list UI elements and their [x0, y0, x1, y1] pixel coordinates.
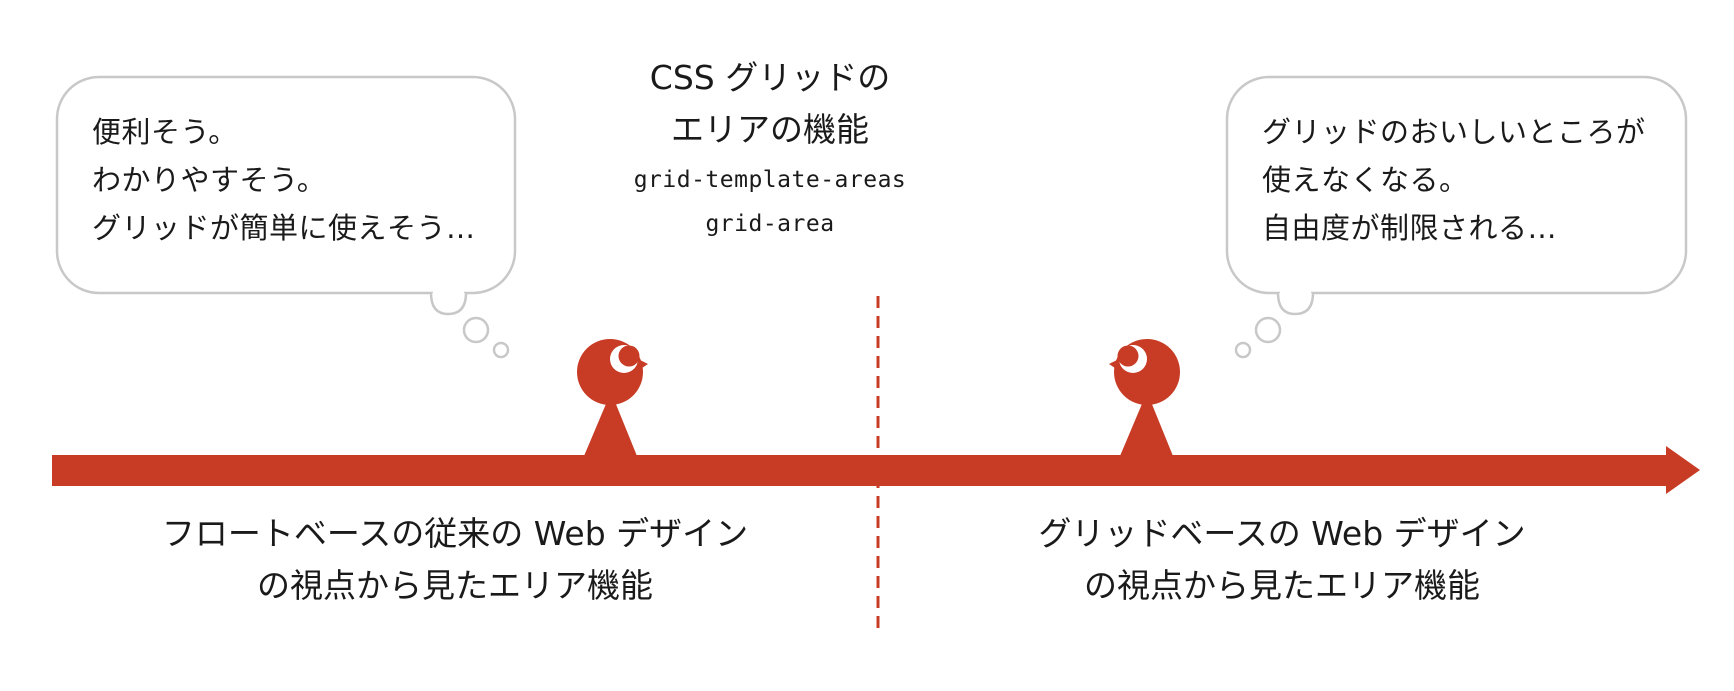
- right-bubble-text: グリッドのおいしいところが 使えなくなる。 自由度が制限される…: [1262, 108, 1646, 252]
- right-bubble-line: 使えなくなる。: [1262, 163, 1469, 197]
- left-bubble-body: [55, 75, 517, 295]
- timeline-arrow: [52, 446, 1700, 494]
- right-bubble-dot-large: [1254, 316, 1282, 344]
- left-thought-bubble: [55, 75, 517, 359]
- left-bubble-line: グリッドが簡単に使えそう…: [92, 211, 476, 245]
- left-character-beak: [636, 358, 648, 372]
- right-character-beak: [1109, 358, 1121, 372]
- left-bubble-line: 便利そう。: [92, 115, 238, 149]
- right-bubble-body: [1225, 75, 1688, 295]
- center-code-line: grid-area: [705, 211, 835, 237]
- bird-character-icon: [1109, 339, 1180, 456]
- left-caption-line: フロートベースの従来の Web デザイン: [161, 514, 749, 553]
- left-character-body: [584, 392, 637, 456]
- left-bubble-line: わかりやすそう。: [92, 163, 327, 197]
- right-bubble-line: グリッドのおいしいところが: [1262, 115, 1646, 149]
- left-bubble-tail: [429, 292, 468, 316]
- right-caption: グリッドベースの Web デザイン の視点から見たエリア機能: [932, 508, 1632, 612]
- right-character-pupil: [1117, 345, 1139, 367]
- bird-character-icon: [577, 339, 648, 456]
- right-caption-line: の視点から見たエリア機能: [1084, 566, 1480, 605]
- left-bubble-dot-small: [492, 341, 510, 359]
- left-bubble-text: 便利そう。 わかりやすそう。 グリッドが簡単に使えそう…: [92, 108, 476, 252]
- left-caption-line: の視点から見たエリア機能: [257, 566, 653, 605]
- right-thought-bubble: [1225, 75, 1688, 359]
- center-title-block: CSS グリッドの エリアの機能 grid-template-areas gri…: [530, 52, 1010, 246]
- center-code-line: grid-template-areas: [633, 167, 907, 193]
- right-bubble-dot-small: [1234, 341, 1252, 359]
- right-caption-line: グリッドベースの Web デザイン: [1038, 514, 1526, 553]
- right-character-body: [1120, 392, 1173, 456]
- left-bubble-dot-large: [462, 316, 490, 344]
- center-title-line: エリアの機能: [671, 110, 869, 149]
- left-caption: フロートベースの従来の Web デザイン の視点から見たエリア機能: [105, 508, 805, 612]
- arrow-right-icon: [1666, 446, 1700, 494]
- timeline-bar: [52, 455, 1672, 486]
- center-title-line: CSS グリッドの: [649, 58, 891, 97]
- right-bubble-tail: [1276, 292, 1315, 316]
- left-character-pupil: [618, 345, 640, 367]
- right-bubble-line: 自由度が制限される…: [1262, 211, 1558, 245]
